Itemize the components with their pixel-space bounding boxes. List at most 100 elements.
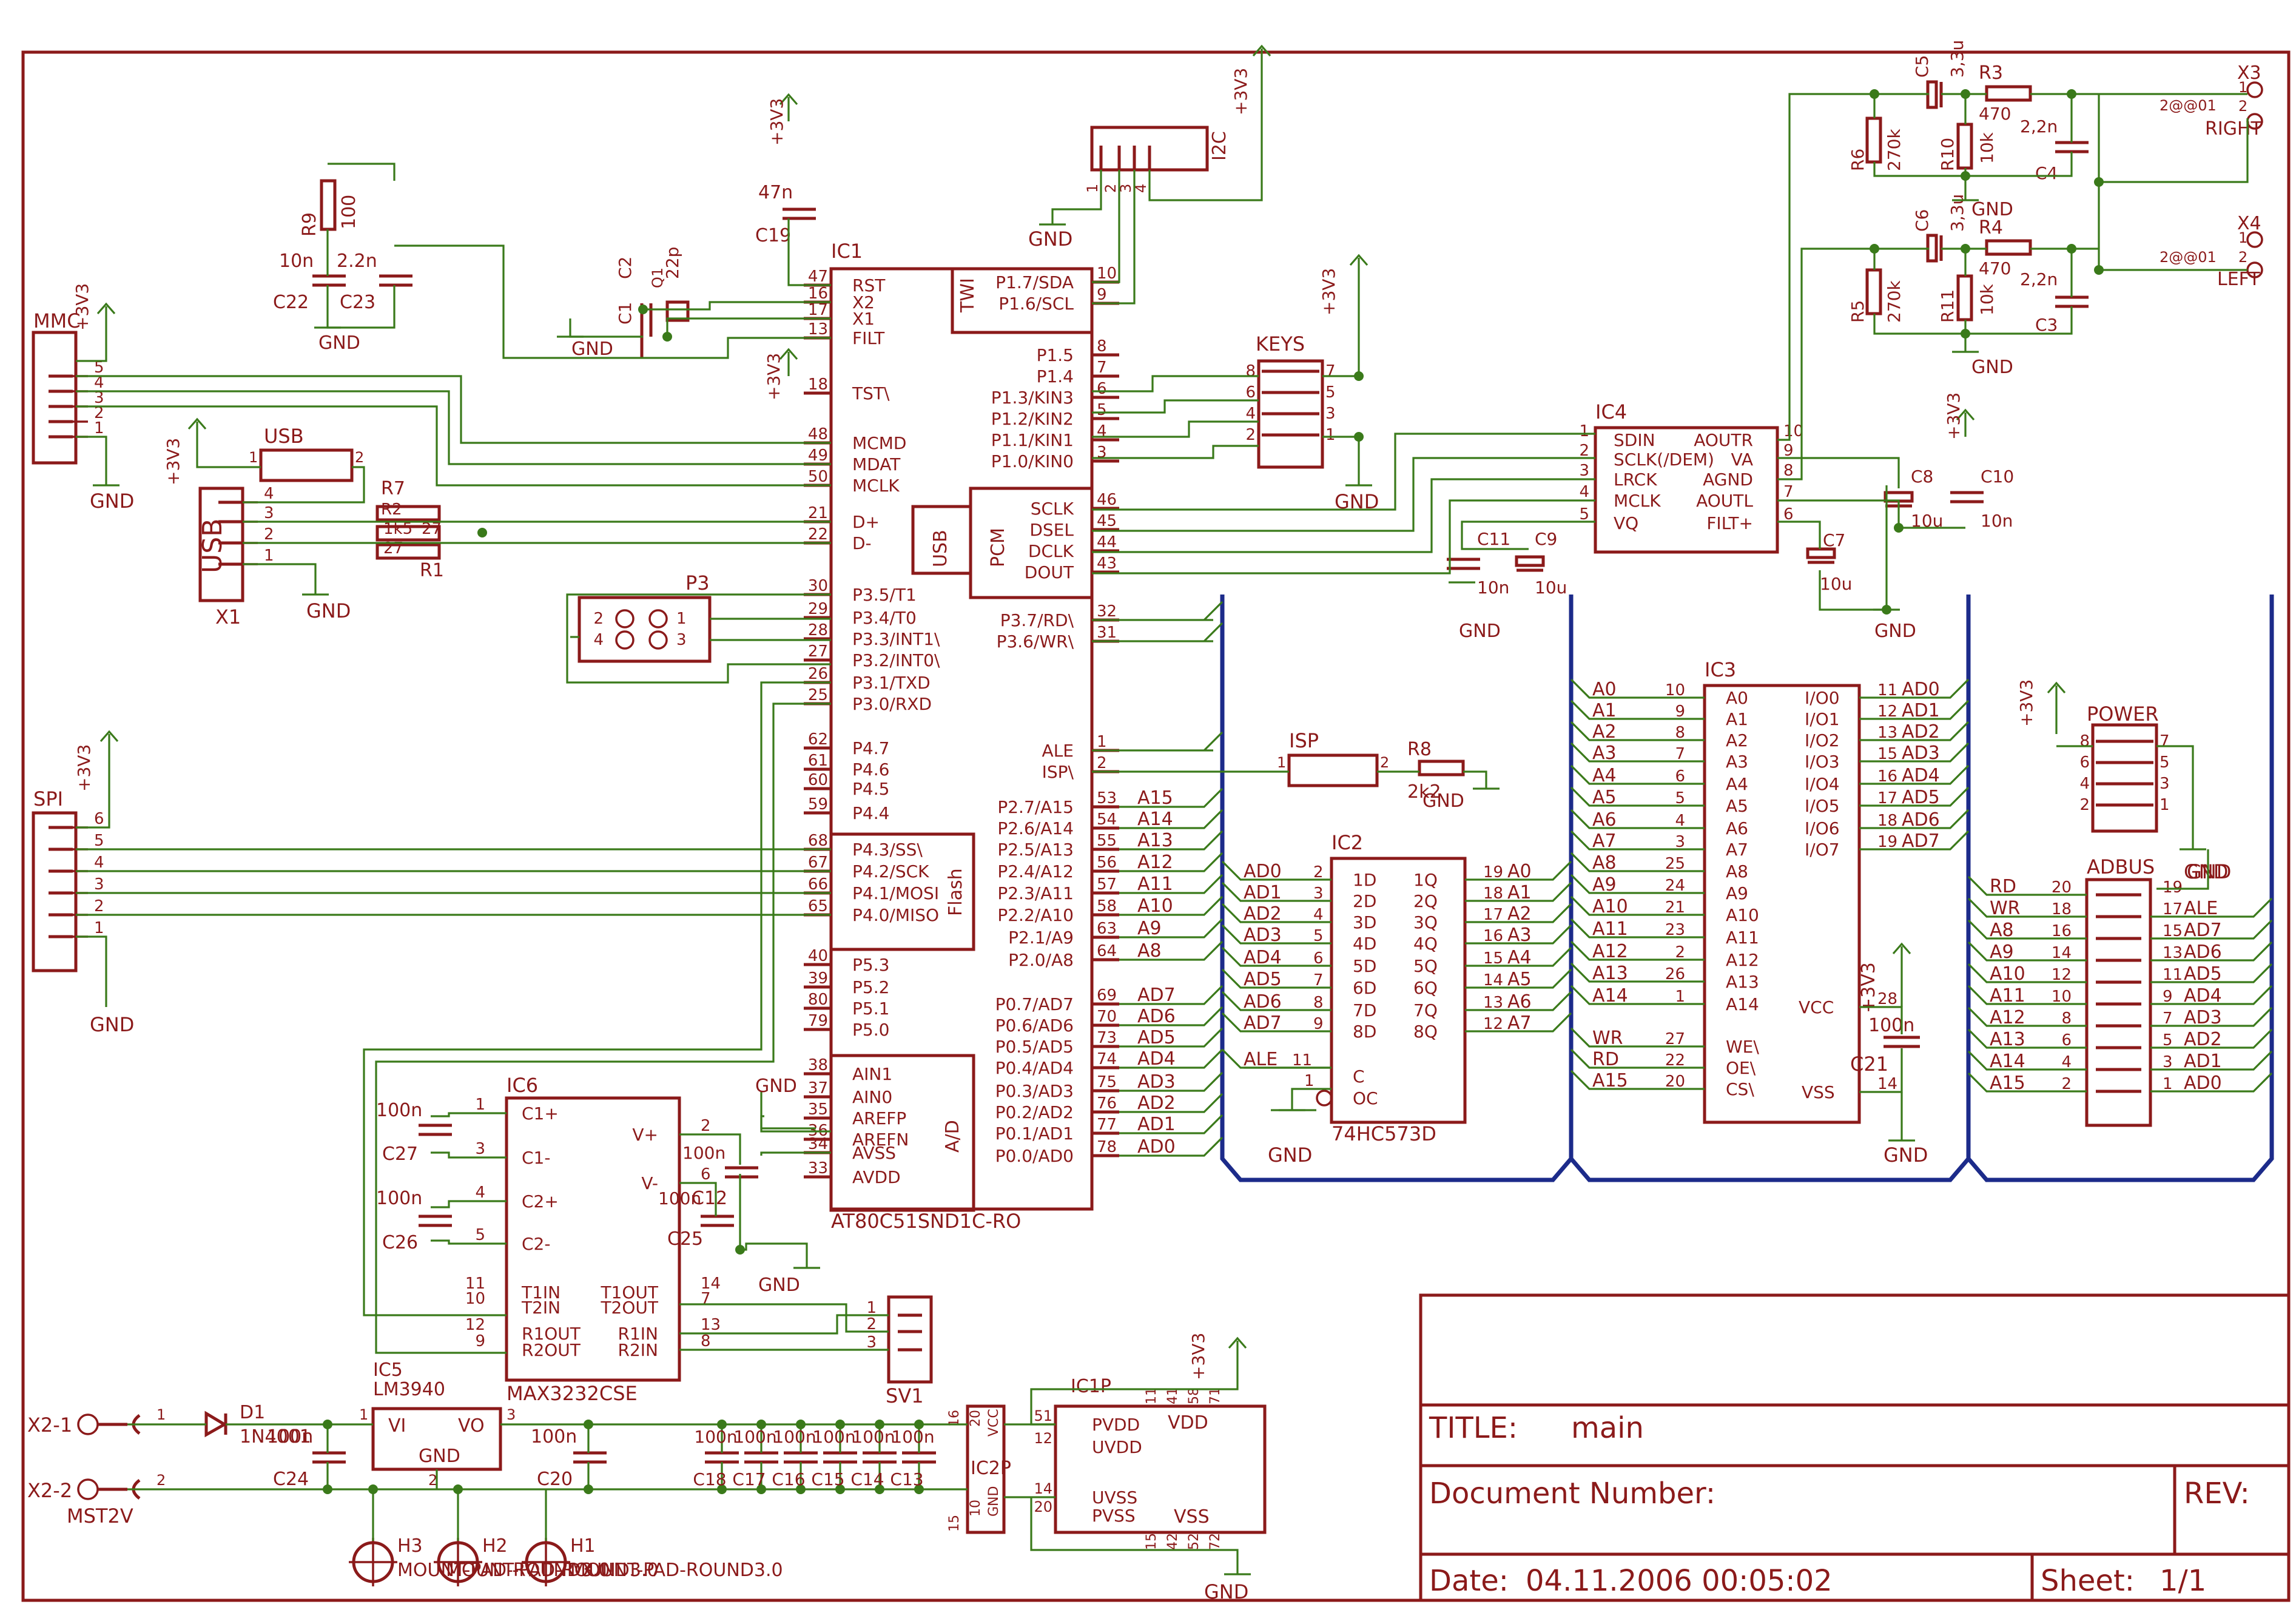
ic1-pin-name: P1.1/KIN1 (991, 430, 1074, 450)
ic1p-pin-name: PVSS (1092, 1506, 1136, 1526)
ic2-d-net: AD5 (1244, 969, 1282, 990)
spi-pin-num: 2 (94, 897, 104, 915)
ic1-pin-name: P5.3 (852, 955, 889, 975)
r9-ref: R9 (299, 212, 320, 237)
usb-jumper-p2: 2 (355, 449, 364, 466)
ic3-left-name: A1 (1726, 709, 1748, 729)
ic1-pin-num: 56 (1097, 854, 1117, 872)
p3-right-pin: 1 (676, 610, 687, 628)
power-right-pin: 1 (2160, 796, 2170, 814)
ic1-pin-name: P1.4 (1037, 366, 1074, 386)
adbus-left-num: 18 (2052, 900, 2072, 918)
ic3-left-net: A0 (1592, 679, 1617, 700)
adbus-left-num: 12 (2052, 966, 2072, 984)
ic2-d-net: AD0 (1244, 861, 1282, 882)
ic1-value: AT80C51SND1C-RO (831, 1210, 1021, 1233)
power-right-pin: 7 (2160, 732, 2170, 750)
p3-right-pin: 3 (676, 631, 687, 649)
ic3-left-name: A13 (1726, 972, 1759, 992)
ic3-right-num: 17 (1877, 789, 1897, 807)
ic1-pin-name: P0.4/AD4 (995, 1058, 1074, 1078)
ic1-pin-name: P4.4 (852, 803, 889, 823)
c26-value: 100n (376, 1188, 422, 1209)
ic3-right-num: 18 (1877, 812, 1897, 830)
ic1-pin-num: 59 (808, 795, 828, 814)
ic4-right-num: 10 (1783, 422, 1803, 440)
junction-dots (323, 89, 2104, 1494)
gnd-label: GND (1422, 790, 1464, 812)
ic6-right-num: 8 (701, 1332, 711, 1350)
ic2-q-net: A7 (1507, 1012, 1532, 1034)
c12-ref: C12 (692, 1188, 727, 1209)
c19-ref: C19 (755, 225, 791, 246)
c7-ref: C7 (1823, 530, 1845, 550)
ic5-regulator: IC5 LM3940 VI VO GND 1 3 2 (359, 1359, 516, 1489)
supply-3v3-label: +3V3 (764, 353, 784, 400)
ic3-left-num: 7 (1675, 745, 1685, 763)
ic3-left-net: WR (1592, 1028, 1623, 1049)
adbus-right-num: 19 (2163, 878, 2183, 897)
ic1-pin-num: 40 (808, 947, 828, 965)
ic1-pin-num: 9 (1097, 286, 1107, 304)
sv1-label: SV1 (886, 1384, 924, 1407)
c6-ref: C6 (1912, 209, 1932, 232)
ic3-ref: IC3 (1705, 658, 1736, 681)
ic1-pin-name: P4.7 (852, 738, 889, 758)
adbus-gnd: GND (2184, 860, 2228, 883)
ic6-left-num: 3 (475, 1140, 485, 1158)
ic3-right-net: AD6 (1902, 809, 1940, 830)
p3-left-pin: 4 (593, 631, 604, 649)
ic2-q-num: 18 (1483, 884, 1503, 903)
i2c-supply: +3V3 (1231, 68, 1251, 115)
ic1-pin-num: 35 (808, 1100, 828, 1119)
ic4-right-num: 6 (1783, 505, 1794, 524)
x3-label: RIGHT (2205, 118, 2262, 140)
usb-jumper-p1: 1 (249, 449, 258, 466)
sv1-pin-num: 1 (866, 1299, 877, 1317)
x3-p1: 1 (2238, 79, 2247, 96)
isp-p2: 2 (1380, 754, 1389, 771)
ic3-left-net: A6 (1592, 809, 1617, 830)
keys-left-pin: 6 (1245, 383, 1256, 402)
ic1-pin-name: P1.6/SCL (998, 294, 1074, 314)
c19-value: 47n (758, 182, 793, 203)
ic1-pin-num: 49 (808, 446, 828, 465)
r10-value: 10k (1977, 132, 1997, 164)
ic1-pin-num: 10 (1097, 264, 1117, 283)
ic3-left-num: 26 (1665, 965, 1685, 983)
ic1-bus-net-label: AD3 (1137, 1071, 1176, 1093)
x2-pin1-label: X2-1 (27, 1413, 72, 1437)
ic4-ref: IC4 (1595, 400, 1627, 423)
ic1-pin-num: 2 (1097, 754, 1107, 772)
ic3-right-num: 12 (1877, 702, 1897, 721)
ic1-pin-num: 34 (808, 1135, 828, 1153)
ic1-pin-name: P2.0/A8 (1008, 950, 1074, 970)
ic1-pin-name: DCLK (1028, 541, 1074, 561)
ic3-left-net: A12 (1592, 941, 1628, 962)
x4-p1: 1 (2238, 229, 2247, 246)
spi-pin-num: 5 (94, 832, 104, 850)
mmc-pin-num: 2 (94, 404, 104, 422)
ic1-pin-name: P2.1/A9 (1008, 928, 1074, 948)
c20-value: 100n (531, 1426, 577, 1447)
adbus-left-net: A9 (1990, 942, 2014, 963)
ic1-pin-num: 33 (808, 1159, 828, 1177)
ic1-bus-net-label: A15 (1137, 787, 1173, 809)
ic1-pin-num: 68 (808, 832, 828, 850)
ic2-value: 74HC573D (1331, 1122, 1436, 1145)
usb-pin-num: 3 (264, 504, 274, 522)
decoupling-cap-value: 100n (852, 1427, 895, 1447)
ic1-pin-name: P3.0/RXD (852, 694, 932, 714)
ic1-pin-name: P5.1 (852, 999, 889, 1019)
ic1-bus-net-label: AD0 (1137, 1136, 1176, 1157)
ic2p-p20: 20 (968, 1410, 983, 1427)
ic1-twi-block: TWI (957, 278, 978, 313)
c8-ref: C8 (1911, 467, 1933, 487)
ic1-pin-name: P1.2/KIN2 (991, 409, 1074, 429)
ic3-right-num: 19 (1877, 833, 1897, 851)
ic1-pin-num: 32 (1097, 602, 1117, 621)
title-block: TITLE: main Document Number: REV: Date: … (1419, 1293, 2291, 1602)
ic6-left-name: C1- (522, 1148, 550, 1168)
